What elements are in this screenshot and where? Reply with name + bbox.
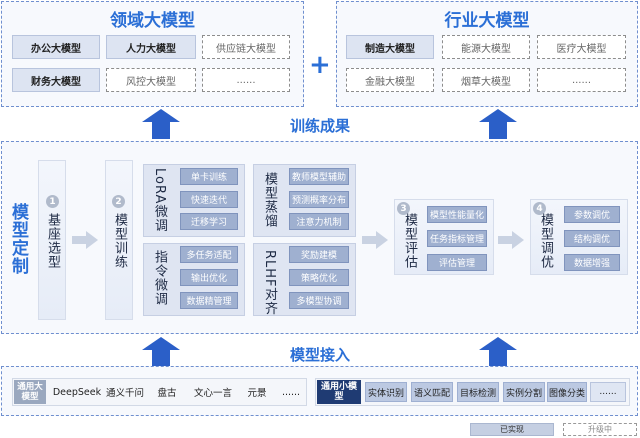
up-arrow-icon	[479, 109, 517, 139]
training-method-pill[interactable]: 注意力机制	[289, 213, 349, 230]
right-arrow-icon	[498, 231, 524, 249]
training-method-pill[interactable]: 输出优化	[180, 269, 238, 286]
tuning-item-pill[interactable]: 结构调优	[564, 230, 620, 247]
large-model-item[interactable]: 通义千问	[105, 388, 144, 399]
industry-model-tobacco[interactable]: 烟草大模型	[442, 68, 530, 92]
domain-model-supply-chain[interactable]: 供应链大模型	[202, 35, 290, 59]
industry-model-more: ......	[537, 68, 626, 92]
industry-model-medical[interactable]: 医疗大模型	[537, 35, 626, 59]
evaluation-item-pill[interactable]: 任务指标管理	[427, 230, 487, 247]
large-model-item: ......	[281, 386, 301, 398]
stage-label: 模型调优	[538, 213, 553, 269]
training-method-pill[interactable]: 单卡训练	[180, 168, 238, 185]
stage-label: 模型评估	[402, 213, 417, 269]
stage-number: 1	[46, 195, 59, 208]
domain-models-title: 领域大模型	[110, 11, 195, 31]
large-model-item[interactable]: 元景	[247, 388, 267, 399]
training-method-pill[interactable]: 策略优化	[289, 269, 349, 286]
group-title: LoRA微调	[152, 168, 167, 233]
customization-title: 模型定制	[8, 203, 28, 275]
group-title: 模型蒸馏	[262, 172, 277, 228]
industry-model-financial[interactable]: 金融大模型	[346, 68, 434, 92]
training-method-pill[interactable]: 多任务适配	[180, 246, 238, 263]
training-method-pill[interactable]: 多模型协调	[289, 292, 349, 309]
training-method-pill[interactable]: 预测概率分布	[289, 191, 349, 208]
tuning-item-pill[interactable]: 数据增强	[564, 254, 620, 271]
domain-model-risk[interactable]: 风控大模型	[106, 68, 196, 92]
training-method-pill[interactable]: 奖励建模	[289, 246, 349, 263]
evaluation-item-pill[interactable]: 模型性能量化	[427, 206, 487, 223]
model-access-label: 模型接入	[289, 346, 350, 364]
industry-model-energy[interactable]: 能源大模型	[442, 35, 530, 59]
right-arrow-icon	[362, 231, 388, 249]
training-method-pill[interactable]: 迁移学习	[180, 213, 238, 230]
stage-base-selection[interactable]	[38, 160, 66, 320]
tuning-item-pill[interactable]: 参数调优	[564, 206, 620, 223]
training-method-pill[interactable]: 数据精管理	[180, 292, 238, 309]
evaluation-item-pill[interactable]: 评估管理	[427, 254, 487, 271]
general-large-models-strip	[12, 378, 307, 406]
domain-model-office[interactable]: 办公大模型	[12, 35, 100, 59]
right-arrow-icon	[72, 231, 98, 249]
stage-label: 基座选型	[45, 213, 60, 269]
training-method-pill[interactable]: 快速迭代	[180, 191, 238, 208]
domain-model-hr[interactable]: 人力大模型	[106, 35, 196, 59]
small-model-item[interactable]: 语义匹配	[411, 382, 453, 402]
large-model-item[interactable]: 文心一言	[193, 388, 232, 399]
stage-number: 3	[397, 202, 410, 215]
training-results-label: 训练成果	[289, 117, 350, 135]
small-model-item[interactable]: 实体识别	[365, 382, 407, 402]
up-arrow-icon	[142, 337, 180, 367]
small-model-item[interactable]: 图像分类	[547, 382, 587, 402]
stage-model-training[interactable]	[105, 160, 133, 320]
stage-number: 2	[112, 195, 125, 208]
group-title: 指令微调	[152, 250, 167, 306]
up-arrow-icon	[142, 109, 180, 139]
group-title: RLHF对齐	[262, 250, 277, 316]
small-model-item: ......	[590, 382, 626, 402]
domain-model-more: ......	[202, 68, 290, 92]
plus-sign: +	[309, 50, 331, 80]
industry-models-title: 行业大模型	[444, 11, 530, 31]
small-model-item[interactable]: 目标检测	[457, 382, 499, 402]
up-arrow-icon	[479, 337, 517, 367]
small-model-item[interactable]: 实例分割	[503, 382, 545, 402]
large-model-item[interactable]: DeepSeek	[52, 386, 102, 398]
stage-label: 模型训练	[112, 213, 127, 269]
large-model-item[interactable]: 盘古	[157, 388, 177, 399]
legend-upgrading: 升级中	[563, 423, 637, 436]
stage-number: 4	[533, 202, 546, 215]
training-method-pill[interactable]: 教师模型辅助	[289, 168, 349, 185]
legend-done: 已实现	[470, 423, 554, 436]
industry-model-manufacturing[interactable]: 制造大模型	[346, 35, 434, 59]
general-small-models-label: 通用小模型	[317, 380, 361, 404]
domain-model-finance[interactable]: 财务大模型	[12, 68, 100, 92]
general-large-models-label: 通用大模型	[14, 380, 46, 404]
